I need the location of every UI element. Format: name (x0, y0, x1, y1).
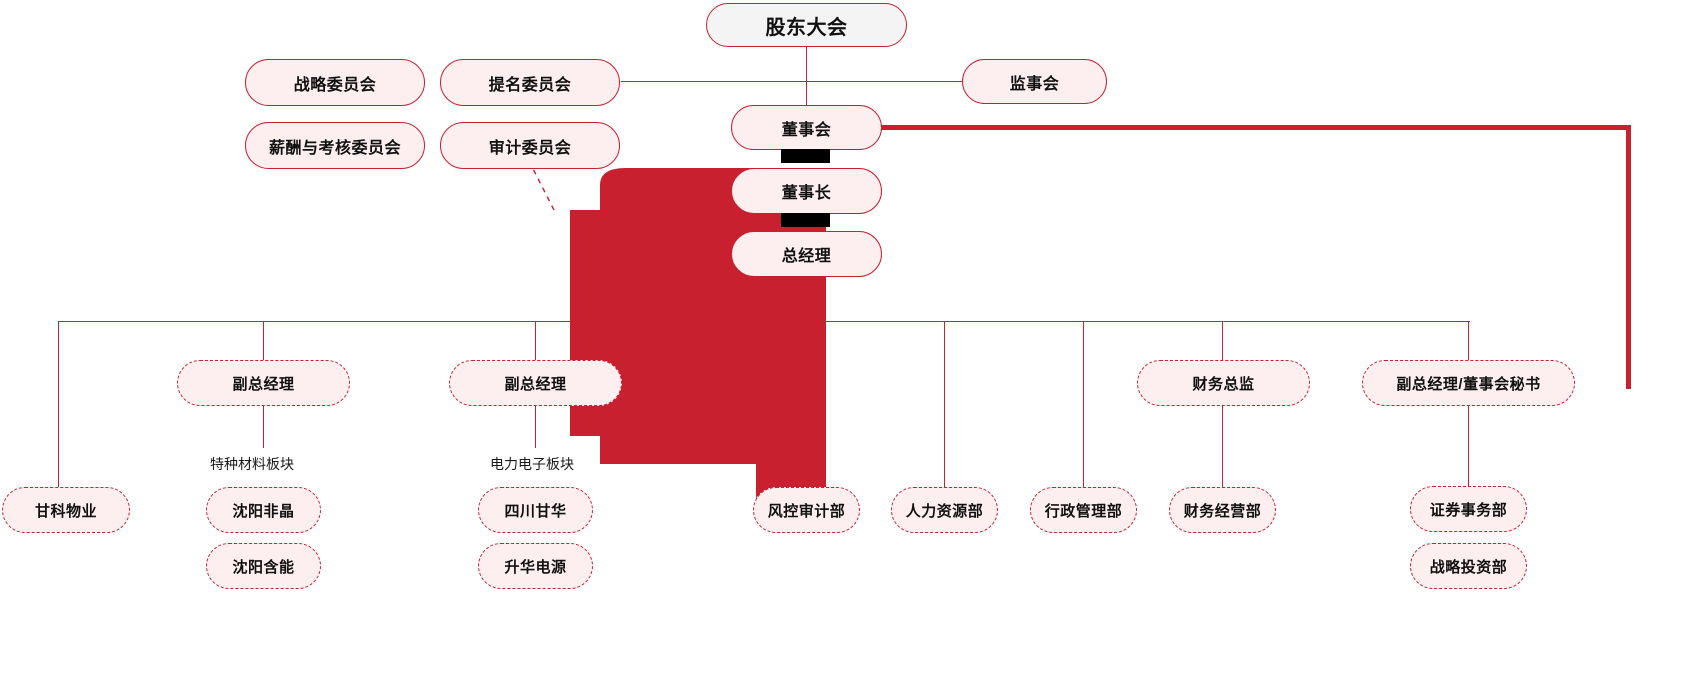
node-label: 副总经理 (504, 375, 567, 393)
node-label: 四川甘华 (504, 502, 567, 520)
label-segment-special-materials: 特种材料板块 (210, 454, 294, 474)
node-label: 副总经理/董事会秘书 (1396, 375, 1541, 393)
node-label: 财务经营部 (1183, 502, 1262, 520)
node-board-of-directors[interactable]: 董事会 (731, 105, 882, 150)
label-segment-power-electronics: 电力电子板块 (490, 454, 574, 474)
node-dept-strategic-investment[interactable]: 战略投资部 (1410, 543, 1527, 589)
connector-board-thick-right (878, 125, 1631, 130)
node-cfo[interactable]: 财务总监 (1137, 360, 1310, 406)
node-label: 监事会 (1009, 75, 1060, 93)
node-label: 提名委员会 (488, 76, 572, 94)
node-general-manager[interactable]: 总经理 (731, 231, 882, 277)
connector-shareholders-to-board (806, 47, 808, 113)
connector-cfo-to-finance-dept (1222, 406, 1224, 488)
node-label: 审计委员会 (488, 139, 572, 157)
node-committee-nomination[interactable]: 提名委员会 (440, 59, 620, 106)
node-dept-shenyang-energetic[interactable]: 沈阳含能 (206, 543, 321, 589)
connector-drop-ganke (58, 321, 60, 488)
segment-label-text: 电力电子板块 (490, 456, 574, 472)
connector-drop-boardsec (1468, 321, 1470, 361)
connector-drop-vp1 (263, 321, 265, 361)
node-vice-gm-board-secretary[interactable]: 副总经理/董事会秘书 (1362, 360, 1575, 406)
node-label: 人力资源部 (905, 502, 984, 520)
node-label: 股东大会 (765, 16, 848, 39)
connector-drop-vp2 (535, 321, 537, 361)
connector-drop-hr (944, 321, 946, 488)
node-vice-general-manager-2[interactable]: 副总经理 (449, 360, 622, 406)
node-dept-administration[interactable]: 行政管理部 (1030, 487, 1137, 533)
node-label: 证券事务部 (1429, 501, 1508, 519)
node-label: 董事会 (781, 121, 832, 139)
segment-label-text: 特种材料板块 (210, 456, 294, 472)
node-label: 战略投资部 (1429, 558, 1508, 576)
node-dept-securities-affairs[interactable]: 证券事务部 (1410, 486, 1527, 532)
connector-block-chairman-gm (781, 213, 830, 227)
node-shareholders-meeting[interactable]: 股东大会 (706, 3, 907, 47)
node-label: 行政管理部 (1044, 502, 1123, 520)
node-vice-general-manager-1[interactable]: 副总经理 (177, 360, 350, 406)
node-label: 战略委员会 (293, 76, 377, 94)
node-committee-remuneration[interactable]: 薪酬与考核委员会 (245, 122, 425, 169)
connector-supervisory-horizontal (621, 81, 966, 83)
node-chairman[interactable]: 董事长 (731, 168, 882, 214)
node-label: 风控审计部 (767, 502, 846, 520)
node-dept-risk-audit[interactable]: 风控审计部 (753, 487, 860, 533)
node-committee-audit[interactable]: 审计委员会 (440, 122, 620, 169)
node-dept-finance-operations[interactable]: 财务经营部 (1169, 487, 1276, 533)
node-label: 沈阳非晶 (232, 502, 295, 520)
connector-drop-admin (1083, 321, 1085, 488)
node-label: 财务总监 (1192, 375, 1255, 393)
node-label: 沈阳含能 (232, 558, 295, 576)
node-label: 甘科物业 (34, 502, 97, 520)
node-label: 副总经理 (232, 375, 295, 393)
node-label: 总经理 (781, 248, 832, 265)
node-label: 薪酬与考核委员会 (268, 139, 401, 157)
node-dept-ganke-property[interactable]: 甘科物业 (2, 487, 130, 533)
connector-drop-cfo (1222, 321, 1224, 361)
node-dept-human-resources[interactable]: 人力资源部 (891, 487, 998, 533)
node-dept-shenghua-power[interactable]: 升华电源 (478, 543, 593, 589)
connector-board-thick-down (1626, 125, 1631, 389)
connector-vp1-to-segment1 (263, 406, 265, 448)
node-label: 升华电源 (504, 558, 567, 576)
node-dept-sichuan-ganhua[interactable]: 四川甘华 (478, 487, 593, 533)
connector-block-board-chairman (781, 149, 830, 163)
connector-vp2-to-segment2 (535, 406, 537, 448)
connector-boardsec-to-securities (1468, 406, 1470, 486)
node-supervisory-board[interactable]: 监事会 (962, 59, 1107, 104)
node-dept-shenyang-amorphous[interactable]: 沈阳非晶 (206, 487, 321, 533)
node-label: 董事长 (781, 185, 832, 202)
node-committee-strategy[interactable]: 战略委员会 (245, 59, 425, 106)
